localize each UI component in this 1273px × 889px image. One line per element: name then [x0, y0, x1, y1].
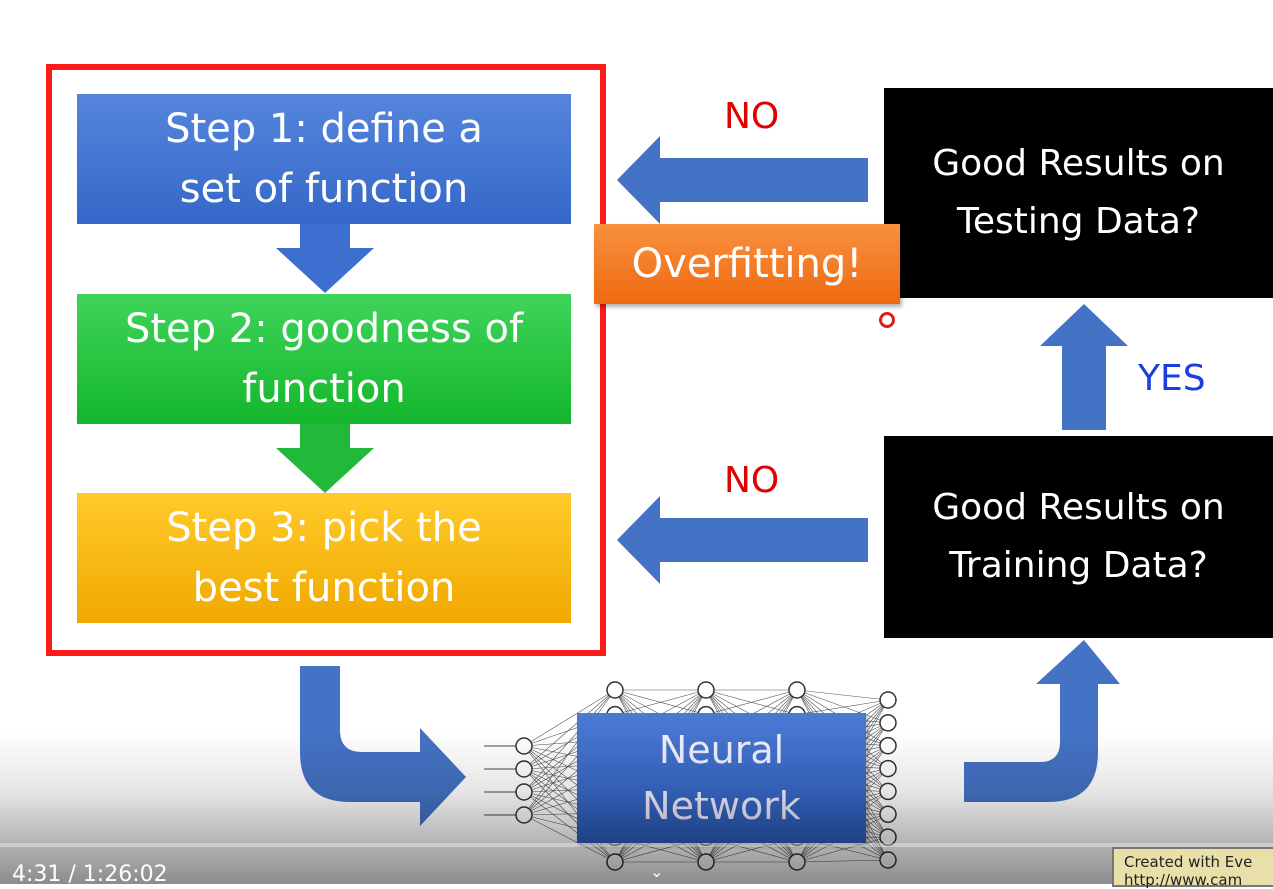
testing-decision-box: Good Results on Testing Data?: [884, 88, 1273, 298]
network-node: [607, 854, 623, 870]
no-label-bottom: NO: [724, 460, 779, 501]
progress-bar[interactable]: [0, 843, 1273, 847]
chevron-down-icon[interactable]: ⌄: [650, 862, 663, 881]
no-label-top: NO: [724, 96, 779, 137]
network-node: [789, 682, 805, 698]
network-node: [516, 784, 532, 800]
step-3-label: Step 3: pick the best function: [134, 498, 514, 618]
watermark-badge: Created with Eve http://www.cam: [1112, 847, 1273, 887]
step-1-label: Step 1: define a set of function: [144, 99, 504, 219]
network-edge: [797, 860, 888, 862]
network-node: [880, 783, 896, 799]
time-display: 4:31 / 1:26:02: [12, 862, 168, 887]
network-node: [789, 854, 805, 870]
network-node: [880, 715, 896, 731]
network-node: [698, 854, 714, 870]
neural-network-box: Neural Network: [577, 713, 866, 843]
network-node: [880, 852, 896, 868]
cursor-pointer-dot: [879, 312, 895, 328]
watermark-url: http://www.cam: [1124, 871, 1270, 889]
training-decision-box: Good Results on Training Data?: [884, 436, 1273, 638]
watermark-text: Created with Eve: [1124, 853, 1270, 871]
network-node: [516, 761, 532, 777]
curved-arrow-to-network: [300, 666, 466, 826]
network-node: [607, 682, 623, 698]
overfitting-label: Overfitting!: [632, 241, 863, 287]
step-1-box: Step 1: define a set of function: [77, 94, 571, 224]
network-node: [516, 738, 532, 754]
step-2-box: Step 2: goodness of function: [77, 294, 571, 424]
network-node: [880, 692, 896, 708]
yes-label: YES: [1138, 358, 1206, 399]
network-node: [880, 761, 896, 777]
neural-network-label: Neural Network: [632, 722, 812, 834]
network-node: [698, 682, 714, 698]
testing-decision-label: Good Results on Testing Data?: [914, 135, 1244, 251]
down-arrow-1: [276, 224, 374, 293]
training-decision-label: Good Results on Training Data?: [914, 479, 1244, 595]
down-arrow-2: [276, 424, 374, 493]
step-3-box: Step 3: pick the best function: [77, 493, 571, 623]
curved-arrow-to-training: [964, 640, 1120, 802]
left-arrow-top: [617, 136, 868, 224]
network-node: [880, 806, 896, 822]
network-node: [880, 738, 896, 754]
up-arrow-yes: [1040, 304, 1128, 430]
step-2-label: Step 2: goodness of function: [124, 299, 524, 419]
overfitting-callout: Overfitting!: [594, 224, 900, 304]
left-arrow-bottom: [617, 496, 868, 584]
network-node: [516, 807, 532, 823]
